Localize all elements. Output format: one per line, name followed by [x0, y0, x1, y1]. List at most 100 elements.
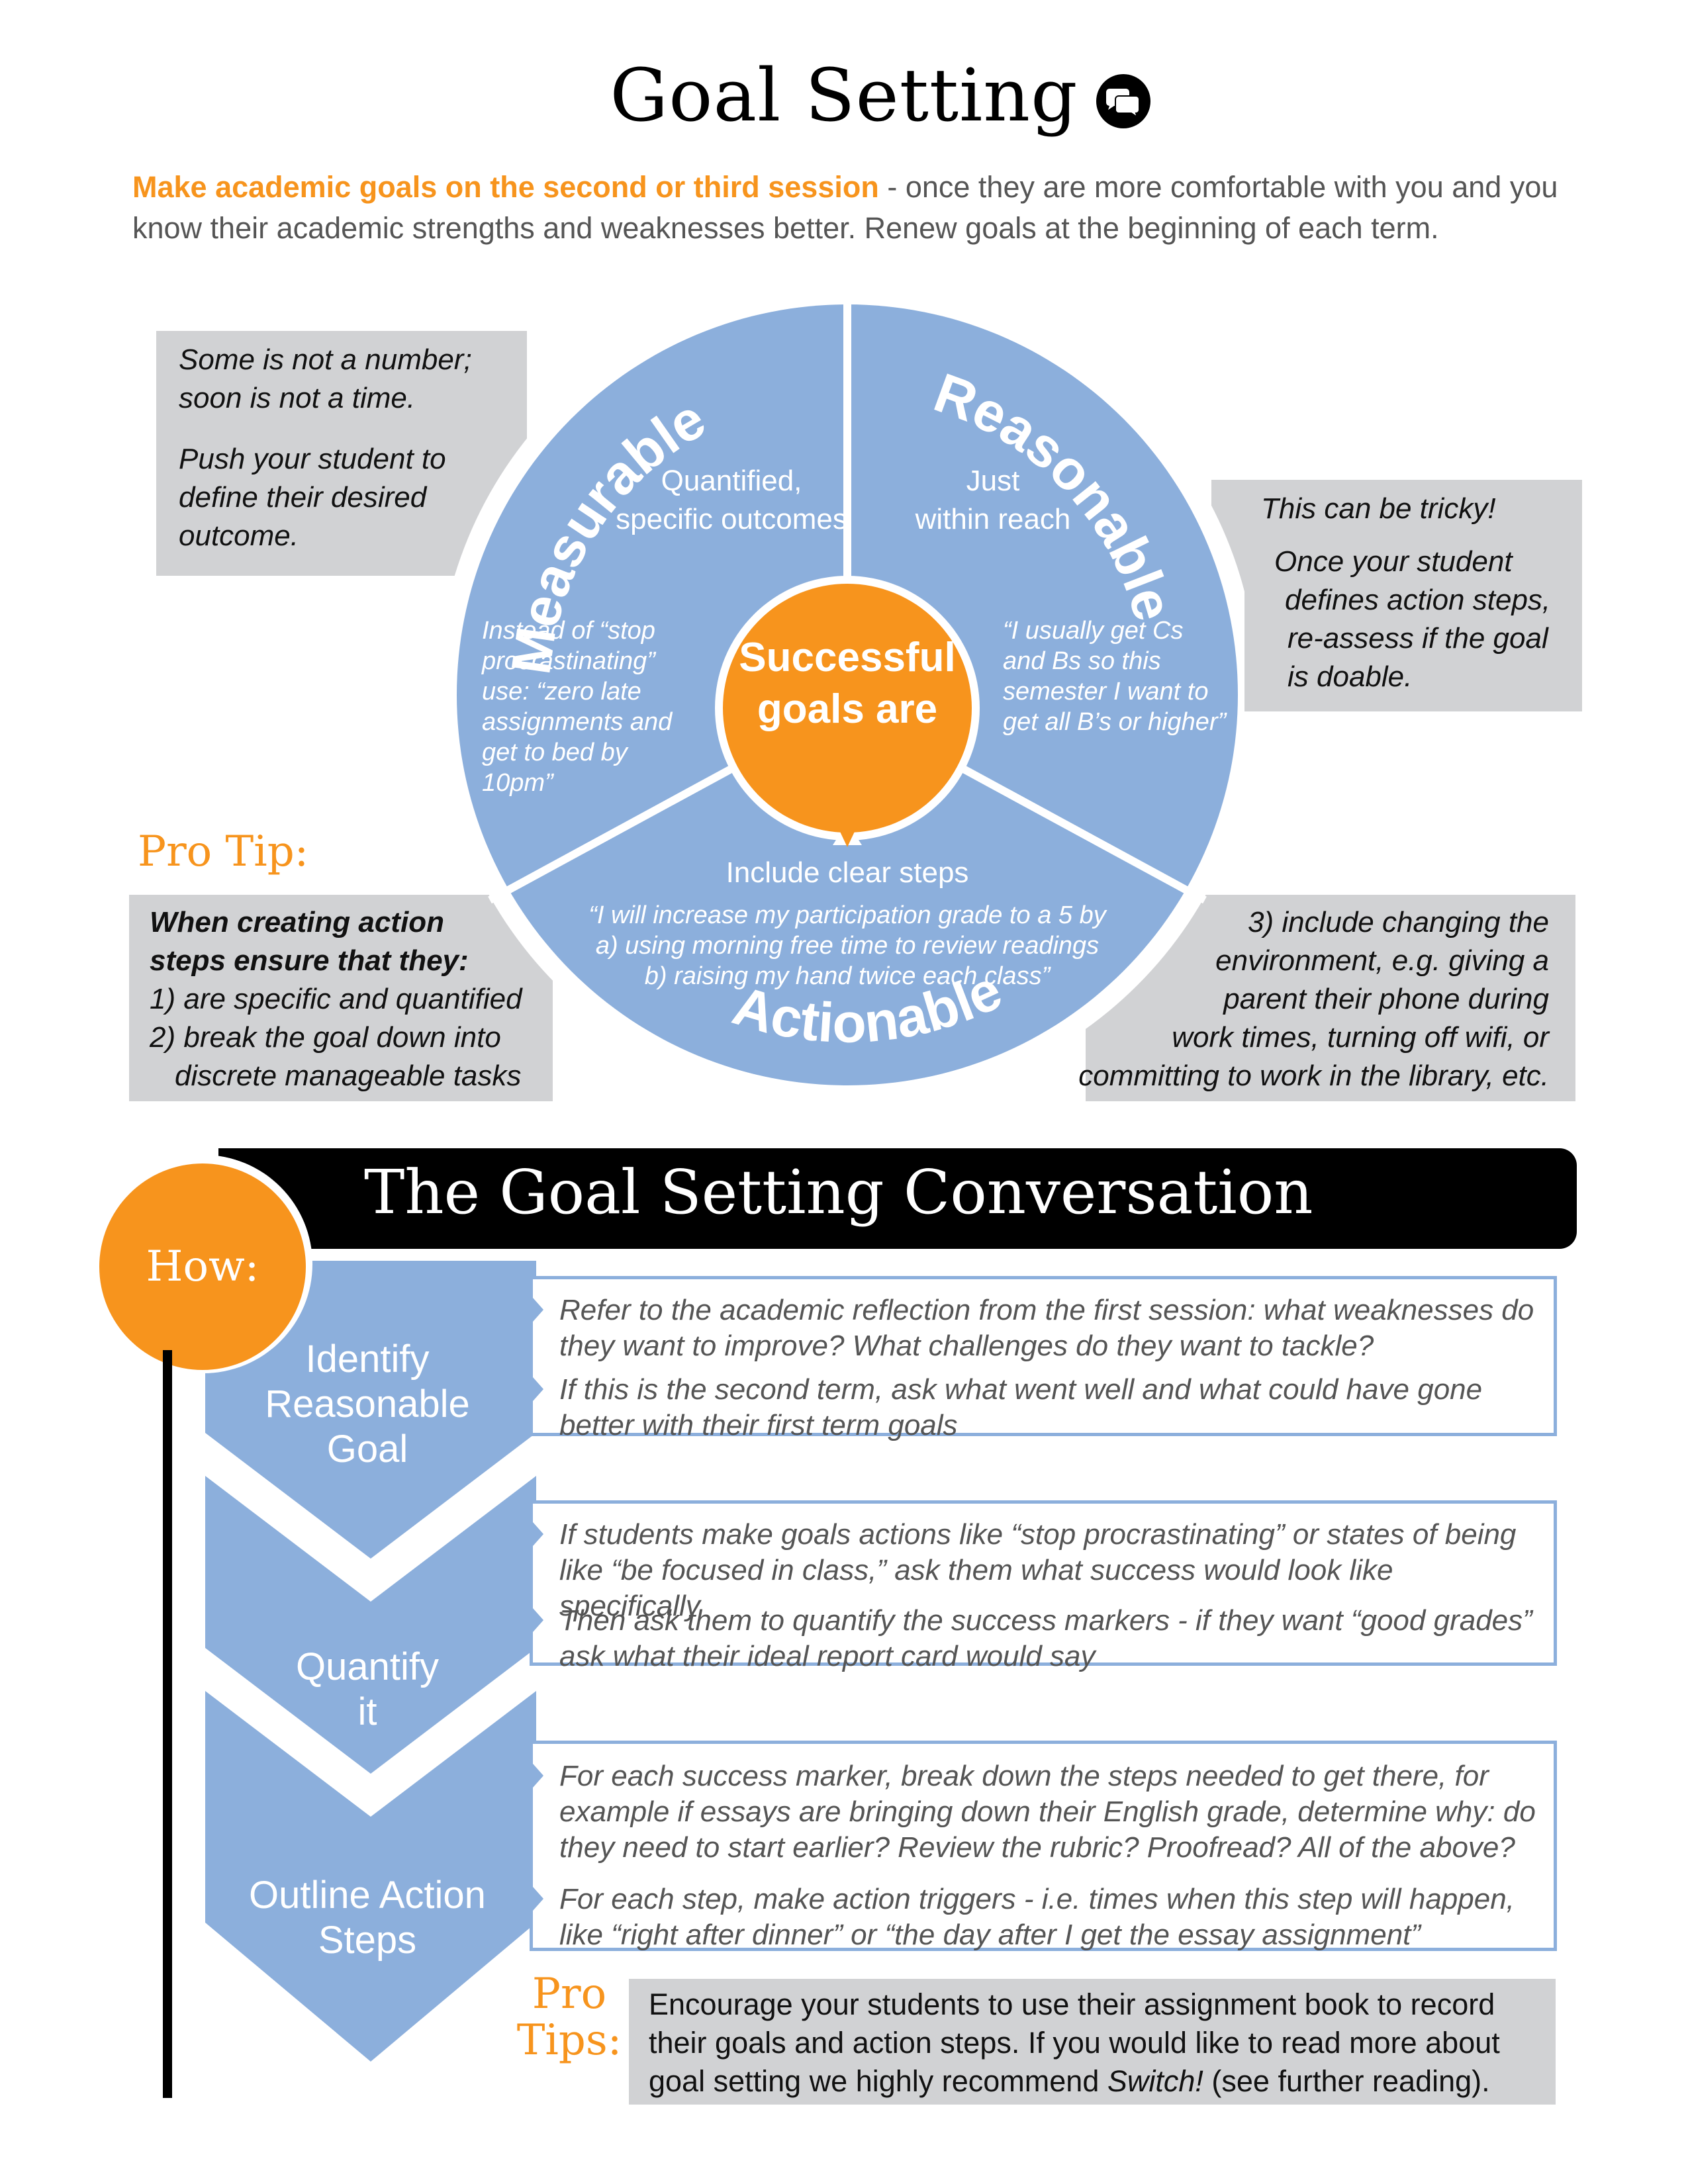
pro-tips-label: Pro Tips:: [516, 1971, 622, 2064]
step-label-line: it: [357, 1690, 377, 1733]
callout-top-left-text: Some is not a number; soon is not a time…: [179, 341, 523, 555]
callout-top-right-text: This can be tricky! Once your student de…: [1261, 490, 1572, 696]
callout-line: re-assess if the goal: [1288, 622, 1548, 655]
actionable-example: “I will increase my participation grade …: [569, 900, 1125, 991]
example-line: a) using morning free time to review rea…: [595, 932, 1100, 960]
callout-list-item: 1) are specific and quantified: [150, 983, 522, 1015]
how-label: How:: [146, 1242, 259, 1291]
reasonable-summary-line: Just: [966, 465, 1020, 497]
step-label-line: Reasonable: [265, 1383, 470, 1426]
step-3-label: Outline Action Steps: [195, 1873, 539, 1963]
chevron-step-3: [205, 1691, 536, 2062]
example-line: b) raising my hand twice each class”: [644, 962, 1051, 990]
step-chevrons: [205, 1261, 536, 2062]
intro-highlight: Make academic goals on the second or thi…: [132, 170, 879, 204]
step-item-text: If students make goals actions like “sto…: [559, 1518, 1517, 1622]
pro-tips-label-line: Pro: [532, 1970, 607, 2019]
step-3-item-1: For each success marker, break down the …: [533, 1758, 1540, 1866]
step-label-line: Quantify: [296, 1645, 439, 1688]
timeline-line: [163, 1350, 172, 2098]
center-line-1: Successful: [739, 635, 956, 680]
callout-list-item: discrete manageable tasks: [175, 1060, 522, 1092]
callout-list-item: 2) break the goal down into: [150, 1021, 501, 1054]
callout-line: 3) include changing the: [1248, 906, 1549, 938]
callout-line: This can be tricky!: [1261, 492, 1496, 525]
example-line: “I usually get Cs: [1003, 617, 1184, 645]
callout-heading: When creating action: [150, 906, 444, 938]
measurable-summary-line: specific outcomes: [616, 503, 847, 535]
chat-bubbles-icon: [1096, 74, 1150, 128]
actionable-summary: Include clear steps: [649, 854, 1046, 892]
bullet-arrow-icon: [533, 1608, 543, 1632]
measurable-summary: Quantified, specific outcomes: [599, 462, 864, 539]
step-2-item-1: If students make goals actions like “sto…: [533, 1517, 1540, 1624]
step-3-box: For each success marker, break down the …: [530, 1741, 1557, 1951]
page-title-text: Goal Setting: [610, 53, 1078, 138]
actionable-summary-line: Include clear steps: [726, 856, 969, 889]
bullet-arrow-icon: [533, 1298, 543, 1322]
reasonable-summary-line: within reach: [915, 503, 1071, 535]
conversation-title: The Goal Setting Conversation: [364, 1157, 1313, 1228]
example-line: and Bs so this: [1003, 647, 1161, 675]
callout-line: defines action steps,: [1285, 584, 1551, 616]
pro-tips-text-end: (see further reading).: [1203, 2064, 1490, 2098]
step-label-line: Goal: [326, 1428, 408, 1471]
bullet-arrow-icon: [533, 1377, 543, 1401]
example-line: semester I want to: [1003, 678, 1209, 705]
callout-top-right: [1211, 480, 1582, 711]
step-2-box: If students make goals actions like “sto…: [530, 1500, 1557, 1672]
callout-bottom-left: [129, 895, 553, 1101]
callout-bottom-left-text: When creating action steps ensure that t…: [150, 903, 547, 1095]
pro-tip-label: Pro Tip:: [138, 827, 309, 876]
callout-line: is doable.: [1288, 660, 1413, 693]
center-pointer: [837, 825, 858, 847]
book-title: Switch!: [1107, 2064, 1203, 2098]
example-line: procrastinating”: [482, 647, 655, 675]
callout-line: environment, e.g. giving a: [1215, 944, 1549, 977]
callout-line: Some is not a number;: [179, 343, 472, 376]
step-2-item-2: Then ask them to quantify the success ma…: [533, 1603, 1540, 1674]
how-badge: How:: [99, 1163, 306, 1370]
example-line: assignments and: [482, 708, 673, 736]
step-item-text: Then ask them to quantify the success ma…: [559, 1604, 1532, 1672]
step-label-line: Outline Action: [249, 1874, 486, 1917]
example-line: 10pm”: [482, 769, 553, 797]
pro-tips-text: Encourage your students to use their ass…: [649, 1985, 1556, 2101]
step-1-label: Identify Reasonable Goal: [195, 1337, 539, 1472]
chevron-step-1: [205, 1261, 536, 1559]
page-title: Goal Setting: [0, 53, 1688, 138]
callout-line: soon is not a time.: [179, 382, 416, 414]
example-line: get to bed by: [482, 739, 628, 766]
center-label: Successful goals are: [715, 632, 980, 735]
example-line: “I will increase my participation grade …: [588, 901, 1106, 929]
callout-line: define their desired: [179, 481, 427, 514]
pro-tips-label-line: Tips:: [516, 2016, 622, 2065]
intro-paragraph: Make academic goals on the second or thi…: [132, 167, 1589, 249]
step-item-text: Refer to the academic reflection from th…: [559, 1294, 1534, 1362]
callout-line: Push your student to: [179, 443, 446, 475]
bullet-arrow-icon: [533, 1764, 543, 1788]
step-1-box: Refer to the academic reflection from th…: [530, 1276, 1557, 1441]
measurable-example: Instead of “stop procrastinating” use: “…: [482, 615, 694, 798]
callout-bottom-right-text: 3) include changing the environment, e.g…: [1059, 903, 1549, 1095]
step-label-line: Steps: [318, 1919, 417, 1962]
reasonable-summary: Just within reach: [867, 462, 1119, 539]
callout-line: outcome.: [179, 520, 299, 552]
center-bubble: [723, 584, 972, 833]
callout-top-left: [156, 331, 527, 576]
step-1-item-1: Refer to the academic reflection from th…: [533, 1293, 1540, 1364]
step-item-text: If this is the second term, ask what wen…: [559, 1373, 1483, 1441]
pro-tips-box: [629, 1979, 1556, 2105]
intro-text: - once they are more comfortable with yo…: [132, 170, 1558, 245]
callout-line: work times, turning off wifi, or: [1172, 1021, 1549, 1054]
center-line-2: goals are: [757, 686, 938, 732]
reasonable-example: “I usually get Cs and Bs so this semeste…: [1003, 615, 1254, 737]
step-item-text: For each success marker, break down the …: [559, 1760, 1536, 1864]
pro-tips-text-main: Encourage your students to use their ass…: [649, 1987, 1500, 2098]
example-line: get all B’s or higher”: [1003, 708, 1227, 736]
chevron-step-2: [205, 1476, 536, 1774]
callout-line: Once your student: [1274, 545, 1513, 578]
callout-line: committing to work in the library, etc.: [1078, 1060, 1549, 1092]
step-label-line: Identify: [305, 1338, 430, 1381]
smart-goals-wheel: Measurable Reasonable Actionable: [450, 285, 1244, 1105]
